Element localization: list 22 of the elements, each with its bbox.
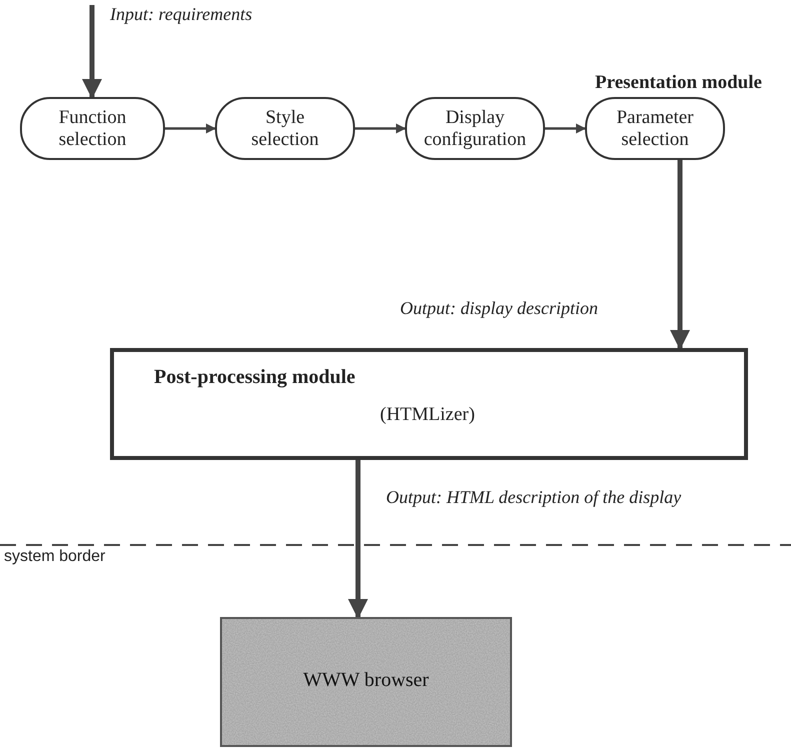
- node-label: Function selection: [58, 106, 128, 150]
- arrow: [670, 160, 690, 350]
- module-title: Post-processing module: [154, 366, 356, 389]
- arrow: [348, 460, 368, 619]
- process-pill: [585, 97, 725, 160]
- boundary-label: system border: [4, 548, 106, 566]
- module-box: [110, 348, 748, 460]
- process-pill: [215, 97, 355, 160]
- section-heading: Presentation module: [595, 72, 762, 94]
- arrow: [355, 124, 406, 134]
- edge-label: Output: HTML description of the display: [384, 487, 684, 508]
- arrow: [545, 124, 586, 134]
- module-subtitle: (HTMLizer): [380, 404, 475, 426]
- node-label: Style selection: [250, 106, 320, 150]
- arrow: [82, 5, 102, 99]
- node-label: Parameter selection: [615, 106, 694, 150]
- node-label: WWW browser: [302, 669, 430, 692]
- node-label: Display configuration: [422, 106, 528, 150]
- browser-box: [220, 617, 512, 747]
- process-pill: [20, 97, 165, 160]
- process-pill: [405, 97, 545, 160]
- arrow: [165, 124, 216, 134]
